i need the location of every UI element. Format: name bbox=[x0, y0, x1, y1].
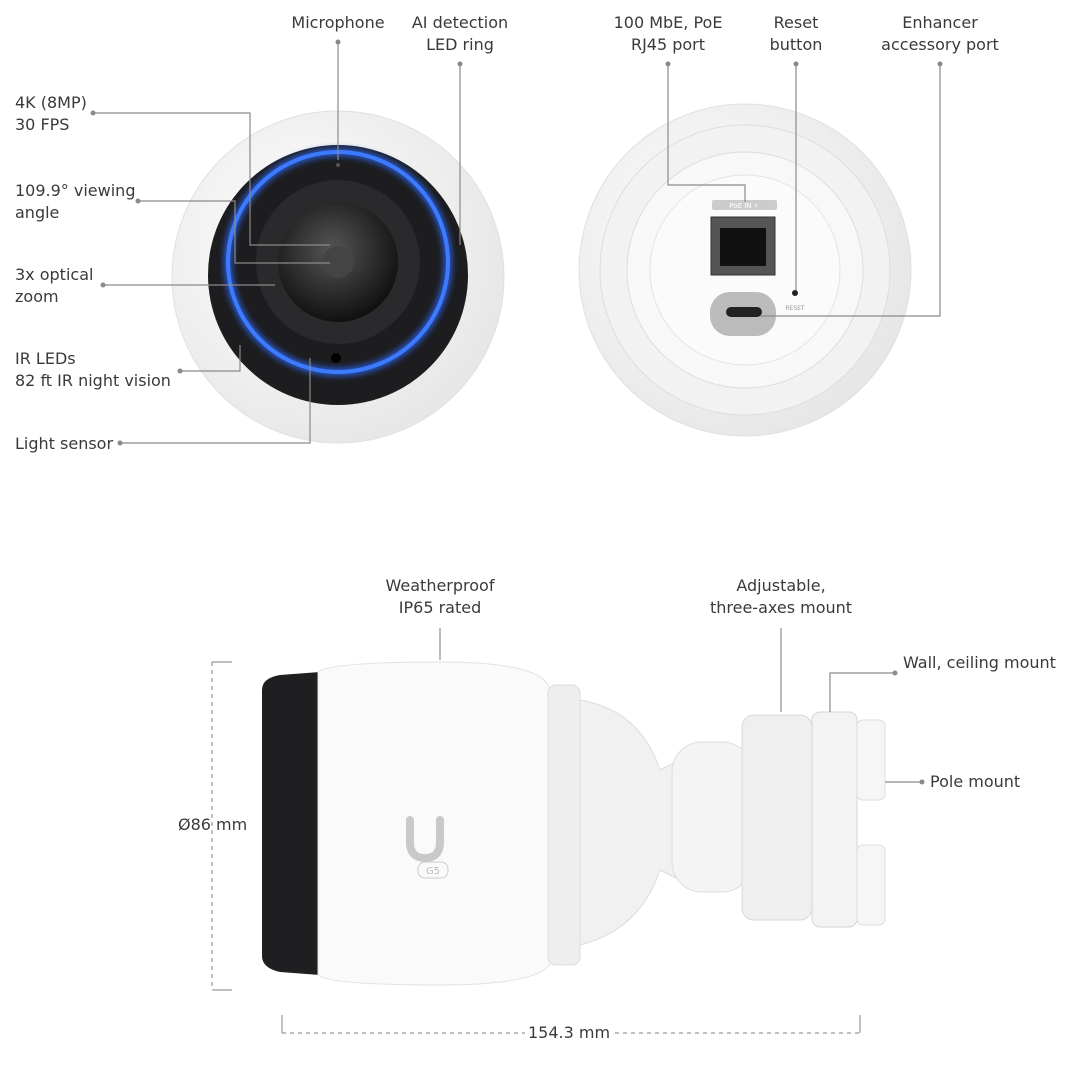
poe-device-text: PoE IN ⚡ bbox=[729, 202, 758, 210]
label-light-sensor: Light sensor bbox=[15, 434, 114, 453]
ubiquiti-logo bbox=[406, 816, 444, 863]
reset-device-text: RESET bbox=[785, 305, 805, 312]
reset-button bbox=[792, 290, 798, 296]
label-microphone: Microphone bbox=[291, 13, 385, 32]
label-pole-mount: Pole mount bbox=[930, 772, 1021, 791]
label-resolution: 4K (8MP)30 FPS bbox=[15, 93, 87, 134]
side-view-camera bbox=[262, 661, 886, 986]
dimension-lines bbox=[211, 661, 861, 1034]
usb-c-port bbox=[726, 307, 762, 317]
g5-badge: G5 bbox=[426, 866, 440, 877]
front-view-camera bbox=[171, 110, 505, 444]
leader-lines bbox=[93, 42, 941, 783]
dimension-diameter: Ø86 mm bbox=[178, 815, 248, 834]
label-three-axes-mount: Adjustable,three-axes mount bbox=[709, 576, 853, 617]
dimension-length: 154.3 mm bbox=[527, 1023, 611, 1042]
microphone-hole bbox=[336, 163, 340, 167]
light-sensor bbox=[331, 353, 341, 363]
back-view-camera bbox=[578, 103, 912, 437]
leader-dots bbox=[90, 39, 943, 785]
label-wall-ceiling-mount: Wall, ceiling mount bbox=[903, 653, 1056, 672]
